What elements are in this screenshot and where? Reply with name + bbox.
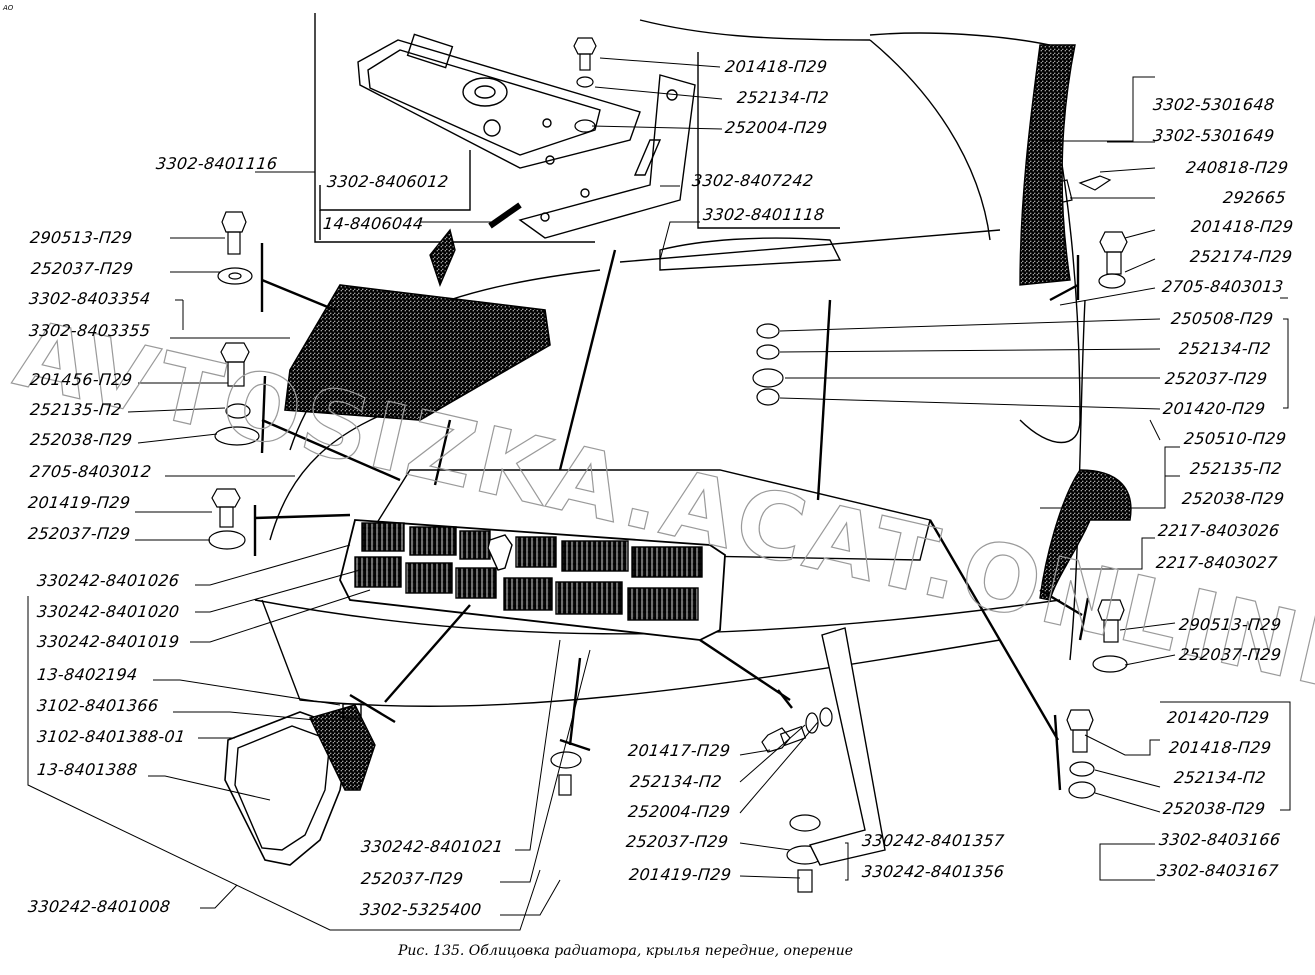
part-label: 252037-П29 bbox=[1164, 369, 1269, 388]
part-label: 201419-П29 bbox=[628, 865, 733, 884]
corner-mark: АО bbox=[3, 4, 14, 12]
part-label: 201420-П29 bbox=[1166, 708, 1271, 727]
grille-emblem bbox=[487, 534, 513, 571]
part-label: 3302-8403166 bbox=[1158, 830, 1282, 849]
part-label: 330242-8401026 bbox=[36, 571, 181, 590]
part-label: 201417-П29 bbox=[627, 741, 732, 760]
part-label: 201419-П29 bbox=[27, 493, 132, 512]
part-label: 290513-П29 bbox=[29, 228, 134, 247]
part-label: 3302-8401118 bbox=[702, 205, 826, 224]
part-label: 252037-П29 bbox=[625, 832, 730, 851]
intake-duct bbox=[429, 228, 456, 287]
part-label: 201420-П29 bbox=[1162, 399, 1267, 418]
fender-seal bbox=[1019, 44, 1076, 286]
part-label: 252134-П2 bbox=[1173, 768, 1267, 787]
assembly-pointers bbox=[253, 243, 1090, 791]
part-label: 2705-8403013 bbox=[1161, 277, 1285, 296]
part-label: 3302-8407242 bbox=[691, 171, 815, 190]
part-label: 250510-П29 bbox=[1183, 429, 1288, 448]
radiator-grille bbox=[339, 519, 726, 641]
part-label: 252037-П29 bbox=[1178, 645, 1283, 664]
part-label: 240818-П29 bbox=[1185, 158, 1290, 177]
part-label: 13-8401388 bbox=[36, 760, 139, 779]
part-label: 3302-8403167 bbox=[1156, 861, 1280, 880]
part-label: 252004-П29 bbox=[724, 118, 829, 137]
leader-lines bbox=[27, 57, 1291, 931]
part-label: 330242-8401357 bbox=[861, 831, 1006, 850]
part-label: 252134-П2 bbox=[629, 772, 723, 791]
part-label: 330242-8401019 bbox=[36, 632, 181, 651]
part-label: 252038-П29 bbox=[1181, 489, 1286, 508]
part-label: 252134-П2 bbox=[1178, 339, 1272, 358]
air-intake-box bbox=[284, 284, 551, 421]
part-label: 201418-П29 bbox=[724, 57, 829, 76]
part-label: 3302-8403355 bbox=[28, 321, 152, 340]
part-label: 3302-5325400 bbox=[359, 900, 483, 919]
part-label: 330242-8401356 bbox=[861, 862, 1006, 881]
part-label: 2217-8403026 bbox=[1157, 521, 1281, 540]
part-label: 14-8406044 bbox=[322, 214, 425, 233]
part-label: 252037-П29 bbox=[30, 259, 135, 278]
fasteners bbox=[208, 37, 1128, 893]
hood-lock-group-frame bbox=[314, 13, 840, 243]
part-label: 252174-П29 bbox=[1189, 247, 1294, 266]
part-label: 252135-П2 bbox=[1189, 459, 1283, 478]
part-label: 3102-8401366 bbox=[36, 696, 160, 715]
part-label: 292665 bbox=[1222, 188, 1287, 207]
figure-caption: Рис. 135. Облицовка радиатора, крылья пе… bbox=[398, 943, 854, 959]
part-label: 3302-8401116 bbox=[155, 154, 279, 173]
part-label: 201418-П29 bbox=[1190, 217, 1295, 236]
part-label: 2217-8403027 bbox=[1155, 553, 1279, 572]
part-label: 330242-8401020 bbox=[36, 602, 181, 621]
part-label: 252135-П2 bbox=[29, 400, 123, 419]
part-label: 2705-8403012 bbox=[29, 462, 153, 481]
wheel-arch-seal bbox=[1039, 469, 1132, 601]
part-label: 250508-П29 bbox=[1170, 309, 1275, 328]
part-label: 3302-5301648 bbox=[1152, 95, 1276, 114]
part-label: 252037-П29 bbox=[27, 524, 132, 543]
part-label: 3302-5301649 bbox=[1152, 126, 1276, 145]
part-label: 330242-8401021 bbox=[360, 837, 505, 856]
part-label: 252037-П29 bbox=[360, 869, 465, 888]
part-label: 3302-8403354 bbox=[28, 289, 152, 308]
part-label: 330242-8401008 bbox=[27, 897, 172, 916]
part-label: 13-8402194 bbox=[36, 665, 139, 684]
part-label: 252038-П29 bbox=[29, 430, 134, 449]
part-label: 3302-8406012 bbox=[326, 172, 450, 191]
hood-lock-plate bbox=[357, 33, 641, 169]
part-label: 3102-8401388-01 bbox=[36, 727, 187, 746]
part-label: 252004-П29 bbox=[627, 802, 732, 821]
part-label: 252038-П29 bbox=[1162, 799, 1267, 818]
part-label: 290513-П29 bbox=[1178, 615, 1283, 634]
part-label: 201418-П29 bbox=[1168, 738, 1273, 757]
part-label: 252134-П2 bbox=[736, 88, 830, 107]
latch-bracket bbox=[518, 74, 696, 239]
lower-bracket bbox=[808, 627, 886, 866]
part-label: 201456-П29 bbox=[29, 370, 134, 389]
headlamp-assembly bbox=[224, 703, 376, 866]
